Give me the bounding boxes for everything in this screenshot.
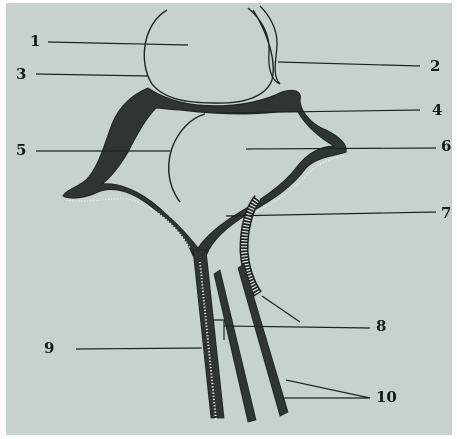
leader-line-8a (224, 326, 370, 328)
label-6: 6 (441, 139, 451, 154)
label-8: 8 (376, 319, 386, 334)
label-1: 1 (30, 34, 40, 49)
leader-line-3 (36, 74, 148, 76)
dark-ring (63, 88, 346, 256)
label-9: 9 (44, 341, 54, 356)
leader-line-2 (278, 62, 420, 66)
label-10: 10 (376, 390, 397, 405)
label-2: 2 (430, 59, 440, 74)
label-5: 5 (16, 143, 26, 158)
leader-line-10a (286, 380, 370, 398)
label-7: 7 (441, 206, 451, 221)
curved-tab-outline (248, 6, 280, 84)
label-3: 3 (16, 67, 26, 82)
leader-line-1 (48, 42, 188, 45)
head-outline (144, 10, 273, 103)
leader-line-6 (246, 148, 436, 149)
leader-line-7 (226, 212, 436, 216)
leader-line-8b (262, 296, 300, 322)
leader-line-9 (76, 348, 202, 349)
inner-lobe-outline (169, 114, 205, 202)
label-4: 4 (432, 103, 442, 118)
